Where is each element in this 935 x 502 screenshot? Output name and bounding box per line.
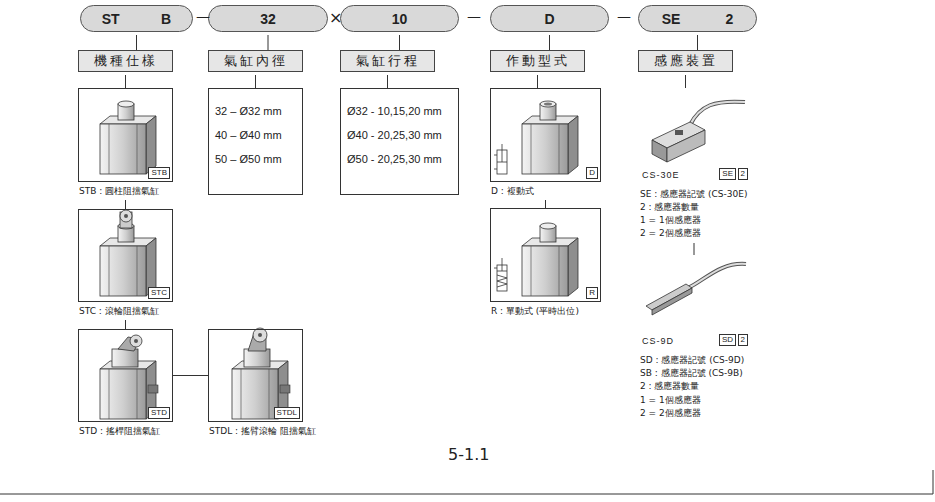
code-text: 10: [392, 11, 408, 27]
connector: [549, 35, 550, 50]
code-text: 作動型式: [506, 52, 570, 70]
connector: [136, 35, 137, 50]
legend-note: 2 = 2個感應器: [640, 227, 701, 240]
code-text: SE: [662, 11, 681, 27]
connector: [387, 75, 388, 88]
connector: [125, 200, 126, 209]
legend-note: SD : 感應器記號 (CS-9D): [640, 354, 744, 367]
caption: R : 單動式 (平時出位): [491, 305, 601, 317]
caption: STC : 滾輪阻擋氣缸: [79, 305, 189, 317]
page-number: 5-1.1: [448, 445, 489, 464]
code-text: 氣缸行程: [356, 52, 420, 70]
pic-box: STBSTB : 圓柱阻擋氣缸: [78, 88, 173, 182]
legend-note: SE : 感應器記號 (CS-30E): [640, 188, 747, 201]
connector: [685, 75, 686, 88]
legend-note: 1 = 1個感應器: [640, 394, 701, 407]
connector: [697, 35, 698, 50]
code-text: D: [544, 11, 554, 27]
pill-box: 10: [340, 5, 459, 32]
caption: STB : 圓柱阻擋氣缸: [79, 185, 189, 197]
header-box: 氣缸行程: [340, 50, 435, 72]
model-tag: D: [586, 167, 598, 179]
code-text: 氣缸內徑: [224, 52, 288, 70]
spec-line: Ø40 - 20,25,30 mm: [347, 123, 452, 147]
connector: [255, 75, 256, 88]
connector: [125, 75, 126, 88]
cs-30e-sensor: [652, 102, 745, 162]
code-text: 機種仕樣: [94, 52, 158, 70]
pic-box: STDSTD : 搖桿阻擋氣缸: [78, 329, 173, 422]
legend-note: 2 : 感應器數量: [640, 380, 699, 393]
separator: —: [196, 8, 210, 24]
code-tag: 2: [738, 334, 748, 346]
code-text: 32: [260, 11, 276, 27]
header-box: 作動型式: [490, 50, 585, 72]
sensor-box: CS-30E SE2: [638, 88, 750, 182]
code-tag: 2: [738, 168, 748, 180]
code-text: ST: [102, 11, 120, 27]
stc-cylinder: [100, 210, 156, 296]
connector: [545, 200, 546, 208]
connector: [537, 75, 538, 88]
spec-line: Ø50 - 20,25,30 mm: [347, 147, 452, 171]
double-acting-symbol: [494, 144, 507, 174]
connector: [694, 243, 695, 255]
model-tag: STD: [148, 407, 170, 419]
page-frame: [0, 470, 933, 494]
list-box: 32 – Ø32 mm40 – Ø40 mm50 – Ø50 mm: [208, 88, 303, 195]
double-acting-cylinder: [522, 101, 578, 174]
pill-box: 32: [208, 5, 328, 32]
model-tag: STC: [148, 287, 170, 299]
caption: STD : 搖桿阻擋氣缸: [79, 425, 189, 437]
sensor-model: CS-9D: [642, 336, 674, 346]
stdl-cylinder: [232, 328, 290, 419]
separator: ×: [329, 8, 342, 27]
legend-note: 2 = 2個感應器: [640, 407, 701, 420]
legend-note: 1 = 1個感應器: [640, 214, 701, 227]
legend-note: 2 : 感應器數量: [640, 201, 699, 214]
stb-cylinder: [100, 101, 156, 174]
header-box: 氣缸內徑: [208, 50, 303, 72]
pic-box: STDLSTDL : 搖臂滾輪 阻擋氣缸: [208, 329, 303, 422]
spec-line: Ø32 - 10,15,20 mm: [347, 99, 452, 123]
code-text: 2: [726, 11, 734, 27]
connector: [399, 35, 400, 50]
connector: [268, 35, 269, 50]
pic-box: RR : 單動式 (平時出位): [490, 208, 601, 302]
model-tag: STDL: [274, 407, 300, 419]
cs-9d-sensor: [646, 264, 746, 315]
single-acting-cylinder: [522, 223, 578, 296]
pill-box: D: [490, 5, 609, 32]
pill-box: SE 2: [638, 5, 757, 32]
code-text: 感應裝置: [654, 52, 718, 70]
spec-line: 40 – Ø40 mm: [215, 123, 296, 147]
header-box: 機種仕樣: [78, 50, 173, 72]
list-box: Ø32 - 10,15,20 mmØ40 - 20,25,30 mmØ50 - …: [340, 88, 459, 195]
legend-note: SB : 感應器記號 (CS-9B): [640, 367, 743, 380]
spec-line: 50 – Ø50 mm: [215, 147, 296, 171]
sensor-box: CS-9D SD2: [638, 255, 750, 348]
pic-box: DD : 複動式: [490, 88, 601, 182]
caption: STDL : 搖臂滾輪 阻擋氣缸: [209, 425, 319, 437]
caption: D : 複動式: [491, 185, 601, 197]
code-tag: SD: [719, 334, 736, 346]
sensor-model: CS-30E: [642, 170, 680, 180]
model-tag: STB: [148, 167, 170, 179]
code-text: B: [161, 11, 171, 27]
pic-box: STCSTC : 滾輪阻擋氣缸: [78, 209, 173, 302]
separator: —: [467, 8, 481, 24]
single-acting-symbol: [494, 258, 507, 291]
separator: —: [617, 8, 631, 24]
header-box: 感應裝置: [638, 50, 733, 72]
pill-box: ST B: [80, 5, 193, 32]
connector: [173, 375, 208, 376]
connector: [125, 320, 126, 329]
spec-line: 32 – Ø32 mm: [215, 99, 296, 123]
model-tag: R: [586, 287, 598, 299]
code-tag: SE: [719, 168, 736, 180]
